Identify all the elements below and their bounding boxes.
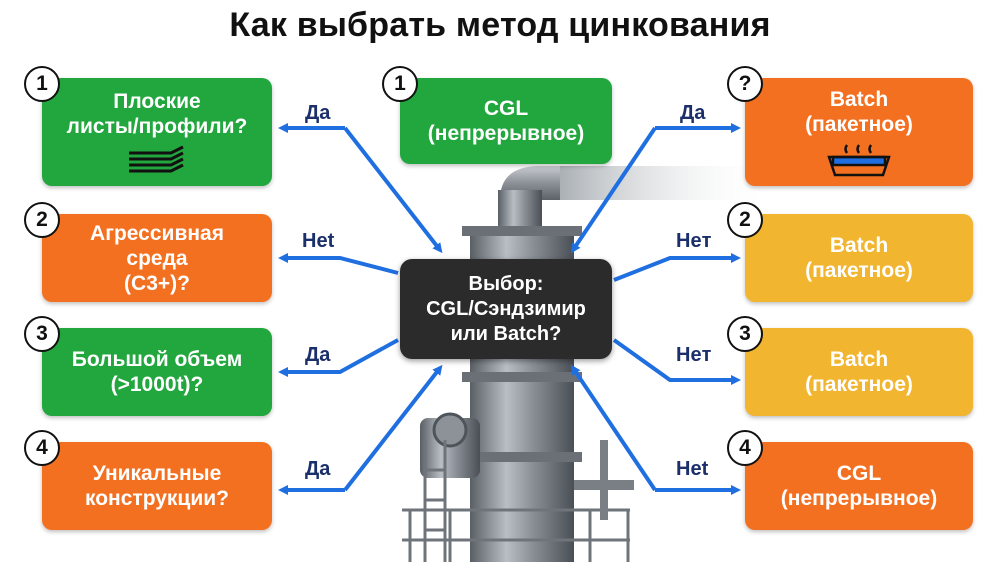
right-box-2-line-1: Batch: [829, 234, 889, 257]
arrow-top-right-in: [570, 126, 657, 254]
badge-right-4: 4: [727, 430, 763, 466]
left-box-2-line-3: (C3+)?: [124, 271, 190, 295]
right-box-4-line-2: (непрерывное): [780, 487, 938, 510]
top-box-line-2: (непрерывное): [427, 122, 585, 145]
answer-label-right-2: Нeт: [676, 230, 712, 252]
arrow-left-2: [278, 253, 399, 275]
center-line-2: CGL/Сэндзимир: [426, 297, 586, 320]
badge-left-3: 3: [24, 316, 60, 352]
top-box-line-1: CGL: [483, 97, 529, 120]
zinc-bath-icon: [827, 144, 891, 177]
answer-label-left-2: Нet: [302, 230, 335, 252]
arrow-right-3: [612, 338, 741, 385]
arrow-right-2: [613, 253, 741, 282]
left-box-aggressive-environment: Агрессивная среда (C3+)?: [42, 214, 272, 302]
left-box-flat-sheets: Плоские листы/профили?: [42, 78, 272, 186]
badge-right-3: 3: [727, 316, 763, 352]
right-box-batch-3: Batch (пакетное): [745, 328, 973, 416]
badge-left-2: 2: [24, 202, 60, 238]
right-box-3-line-2: (пакетное): [805, 373, 913, 396]
badge-left-1: 1: [24, 66, 60, 102]
badge-right-1: ?: [727, 66, 763, 102]
left-box-3-line-1: Большой объем: [71, 348, 243, 371]
answer-label-right-3: Нeт: [676, 344, 712, 366]
top-box-cgl: CGL (непрерывное): [400, 78, 612, 164]
answer-label-left-1: Да: [305, 102, 331, 124]
left-box-2-line-2: среда: [126, 246, 188, 270]
arrow-bottom-right-in: [570, 364, 657, 492]
left-box-4-line-2: конструкции?: [84, 487, 229, 510]
right-box-2-line-2: (пакетное): [805, 259, 913, 282]
arrow-left-3: [278, 338, 399, 377]
badge-left-4: 4: [24, 430, 60, 466]
right-box-batch-2: Batch (пакетное): [745, 214, 973, 302]
right-box-cgl-4: CGL (непрерывное): [745, 442, 973, 530]
left-box-2-line-1: Агрессивная: [90, 221, 224, 245]
answer-label-left-3: Да: [305, 344, 331, 366]
badge-right-2: 2: [727, 202, 763, 238]
answer-label-left-4: Да: [305, 458, 331, 480]
page-title: Как выбрать метод цинкования: [229, 6, 771, 44]
left-box-4-line-1: Уникальные: [92, 462, 222, 485]
arrow-top-left-in: [343, 126, 443, 254]
badge-top: 1: [382, 66, 418, 102]
right-box-4-line-1: CGL: [836, 462, 882, 485]
right-box-3-line-1: Batch: [829, 348, 889, 371]
arrow-bottom-left-in: [343, 364, 443, 492]
center-decision-box: Выбор: CGL/Сэндзимир или Batch?: [400, 259, 612, 359]
right-box-1-line-1: Batch: [829, 88, 889, 111]
center-line-3: или Batch?: [450, 322, 562, 345]
answer-label-right-1: Да: [680, 102, 706, 124]
right-box-batch-1: Batch (пакетное): [745, 78, 973, 186]
left-box-unique-structures: Уникальные конструкции?: [42, 442, 272, 530]
right-box-1-line-2: (пакетное): [805, 113, 913, 136]
answer-label-right-4: Нet: [676, 458, 709, 480]
center-line-1: Выбор:: [468, 272, 544, 295]
stacked-sheets-icon: [129, 145, 184, 173]
left-box-1-line-2: листы/профили?: [66, 115, 248, 138]
left-box-large-volume: Большой объем (>1000t)?: [42, 328, 272, 416]
left-box-3-line-2: (>1000t)?: [110, 373, 204, 396]
left-box-1-line-1: Плоские: [113, 90, 201, 113]
